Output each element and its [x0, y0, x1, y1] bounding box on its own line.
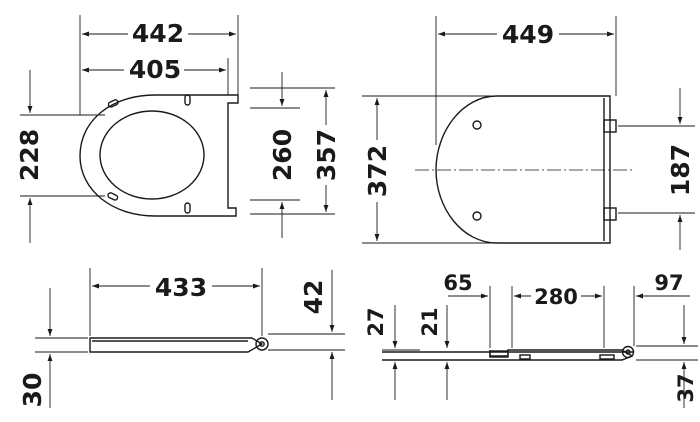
bumper-bottom-right	[184, 202, 191, 214]
dimension-label-372: 372	[363, 145, 392, 197]
lid-bumper-bottom	[472, 211, 482, 221]
dimension-280: 280	[511, 284, 605, 348]
dimension-42: 42	[268, 270, 345, 400]
dimension-label-357: 357	[312, 129, 341, 181]
dimension-label-30: 30	[18, 373, 47, 408]
lid-side-view	[382, 345, 635, 361]
hinge-bottom	[603, 207, 617, 221]
dimension-372: 372	[362, 95, 497, 244]
dimension-label-228: 228	[15, 129, 44, 181]
dimension-label-21: 21	[418, 307, 442, 336]
dimension-label-37: 37	[674, 373, 698, 402]
dimension-228: 228	[15, 70, 105, 243]
dimension-label-442: 442	[132, 19, 184, 48]
bumper-bottom-left	[107, 192, 119, 201]
lid-bumper-top	[472, 120, 482, 130]
dimension-30: 30	[18, 288, 88, 408]
dimension-label-405: 405	[129, 55, 181, 84]
bumper-top-right	[184, 94, 191, 106]
dimension-97: 97	[633, 271, 690, 346]
dimension-37: 37	[636, 305, 698, 408]
lid-side-profile	[382, 349, 634, 361]
seat-top-view	[79, 94, 239, 217]
seat-ring-outline	[79, 94, 239, 217]
dimension-label-280: 280	[534, 285, 578, 309]
lid-outline	[435, 95, 611, 244]
dimension-442: 442	[79, 15, 239, 115]
dimension-27: 27	[364, 305, 420, 400]
dimension-405: 405	[82, 54, 229, 95]
dimension-187: 187	[618, 88, 695, 250]
dimension-label-97: 97	[654, 271, 683, 295]
seat-side-view	[89, 337, 269, 353]
dimension-260: 260	[250, 72, 300, 238]
dimension-21: 21	[418, 305, 450, 400]
hinge-top	[603, 119, 617, 133]
dimension-65: 65	[443, 271, 491, 348]
dimension-357: 357	[250, 87, 341, 215]
lid-top-view	[415, 95, 635, 244]
dimension-label-260: 260	[268, 129, 297, 181]
dimension-label-27: 27	[364, 307, 388, 336]
dimension-label-187: 187	[666, 144, 695, 196]
hinge-pin-detail	[621, 345, 635, 359]
bumper-top-left	[107, 99, 119, 108]
dimension-449: 449	[435, 16, 617, 145]
dimension-label-433: 433	[155, 273, 207, 302]
dimension-433: 433	[89, 268, 263, 336]
hinge-pin-side	[255, 337, 269, 351]
seat-side-profile	[89, 337, 264, 353]
seat-ring-opening	[99, 110, 205, 200]
dimension-label-42: 42	[299, 280, 328, 315]
dimension-label-449: 449	[502, 20, 554, 49]
dimension-label-65: 65	[443, 271, 472, 295]
